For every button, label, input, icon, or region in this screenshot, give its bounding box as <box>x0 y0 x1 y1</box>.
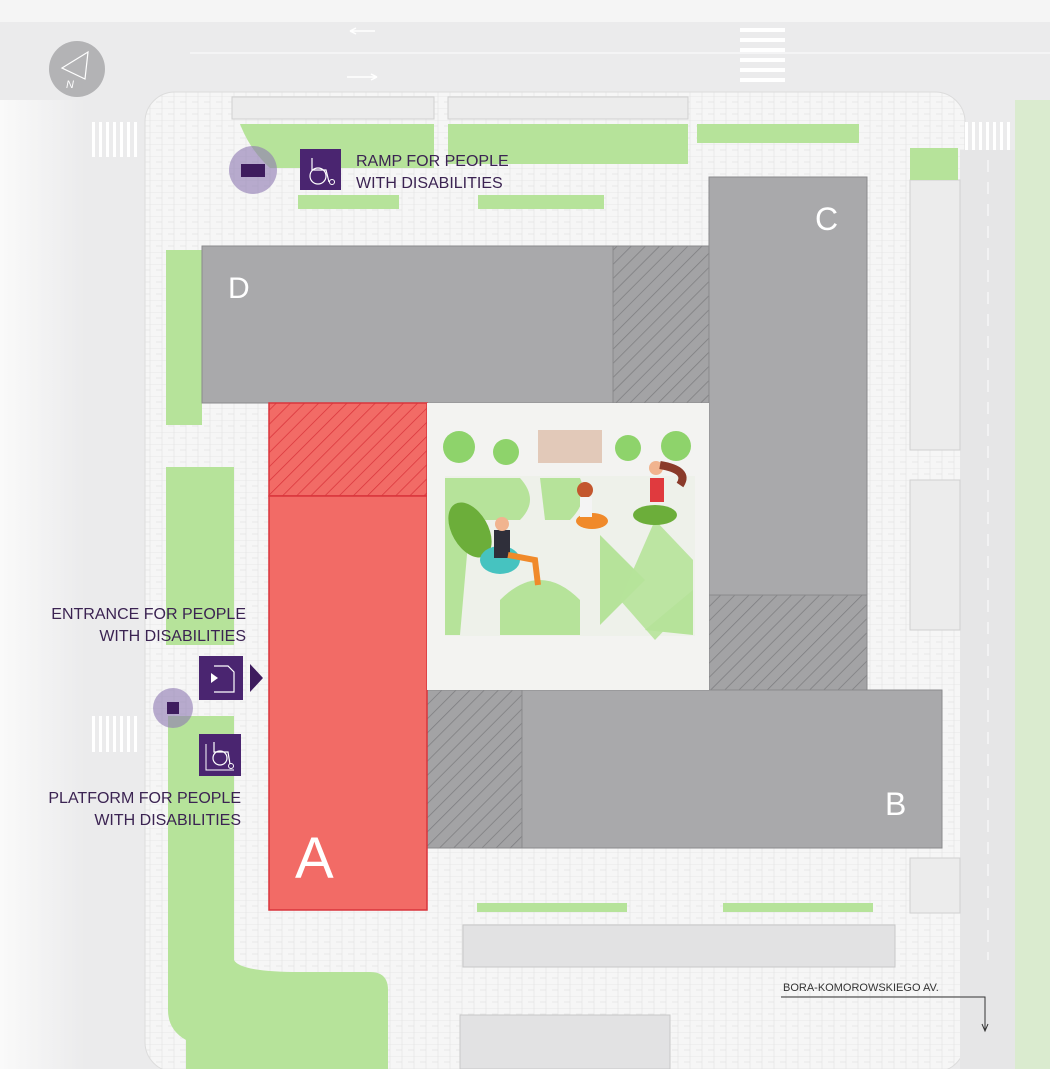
compass-label: N <box>66 79 74 91</box>
crosswalk-right <box>965 122 1010 150</box>
arrow-left-icon <box>349 27 375 35</box>
tree-icon <box>493 439 519 465</box>
top-sidewalk <box>0 0 1050 22</box>
building-label-c: C <box>815 201 838 237</box>
parking-top <box>231 96 689 120</box>
street-label: BORA-KOMOROWSKIEGO AV. <box>783 982 939 994</box>
tree-icon <box>615 435 641 461</box>
north-compass: N <box>49 41 105 97</box>
building-a[interactable]: A <box>268 402 428 911</box>
building-label-d: D <box>228 272 250 305</box>
entrance-door-icon[interactable] <box>199 656 243 700</box>
right-green-strip <box>1015 100 1050 1069</box>
green-areas <box>166 124 958 1069</box>
arrow-right-icon <box>347 73 378 81</box>
left-sidewalk <box>0 100 85 1069</box>
street-arrow-icon <box>781 996 989 1033</box>
building-d[interactable]: D <box>201 245 710 404</box>
crosswalk-top <box>740 28 785 82</box>
building-label-a: A <box>295 826 334 891</box>
entrance-arrow-icon <box>250 664 263 692</box>
people-illustration <box>448 461 687 586</box>
crosswalk-left-bottom <box>92 716 137 752</box>
platform-wheelchair-icon <box>199 734 241 776</box>
entrance-label-line2: WITH DISABILITIES <box>99 628 246 645</box>
ramp-label-line2: WITH DISABILITIES <box>356 175 503 192</box>
parking-bottom <box>459 924 896 1069</box>
entrance-label-line1: ENTRANCE FOR PEOPLE <box>51 606 246 623</box>
building-b[interactable]: B <box>426 689 943 849</box>
ramp-marker[interactable] <box>229 146 277 194</box>
building-c[interactable]: C <box>708 176 868 691</box>
bench <box>538 430 602 463</box>
platform-marker[interactable] <box>153 688 193 728</box>
building-label-b: B <box>885 786 906 822</box>
tree-icon <box>443 431 475 463</box>
courtyard <box>427 403 709 690</box>
platform-label-line2: WITH DISABILITIES <box>94 812 241 829</box>
tree-icon <box>661 431 691 461</box>
compass-arrow-icon <box>60 50 89 80</box>
ramp-wheelchair-icon <box>300 149 341 190</box>
parking-right <box>909 179 961 914</box>
ramp-label-line1: RAMP FOR PEOPLE <box>356 153 509 170</box>
platform-label-line1: PLATFORM FOR PEOPLE <box>48 790 241 807</box>
crosswalk-left-top <box>92 122 137 157</box>
